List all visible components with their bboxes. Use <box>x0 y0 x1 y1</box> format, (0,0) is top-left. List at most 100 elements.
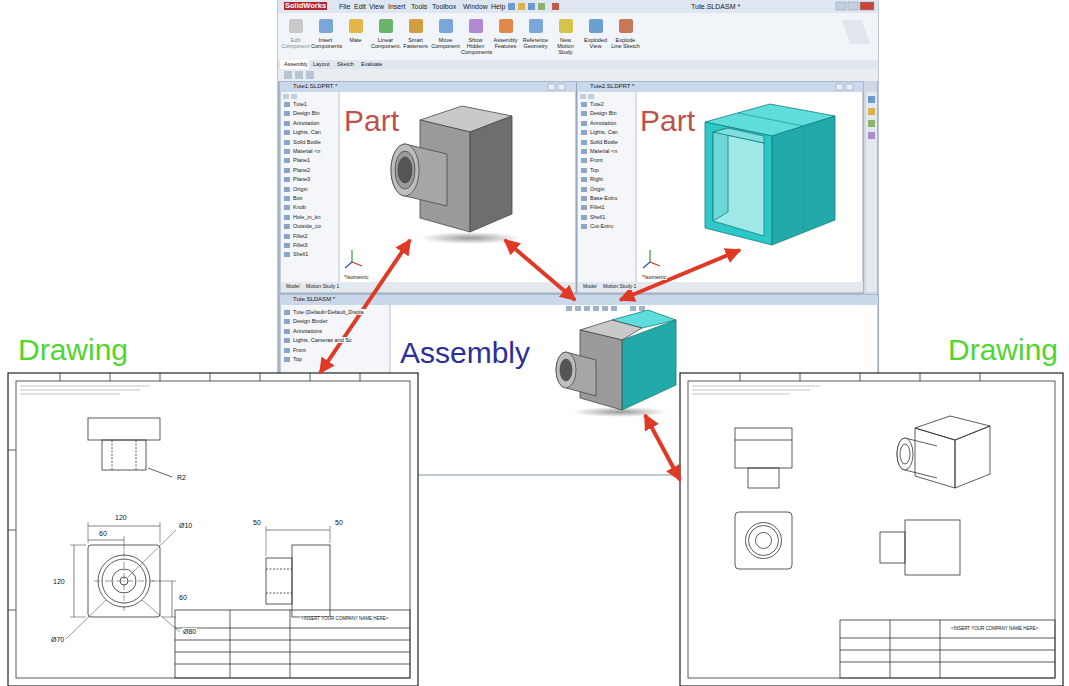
app-window <box>469 19 483 33</box>
app-window <box>868 120 875 127</box>
heading-text: Part <box>344 106 399 136</box>
drawing-sheet <box>60 373 61 381</box>
assembly-model <box>556 310 676 417</box>
drawing-sheet <box>735 428 792 468</box>
tree-item: Shell1 <box>589 214 606 220</box>
drawing-sheet <box>740 373 741 381</box>
part-window <box>581 215 587 220</box>
toolbar-button: Mate <box>341 37 370 43</box>
part-window <box>581 111 587 116</box>
menu-item: Insert <box>387 3 407 11</box>
tree-item: Right <box>589 176 604 182</box>
part-window <box>581 121 587 126</box>
double-arrow <box>505 240 575 300</box>
drawing-sheet <box>210 373 211 381</box>
tab: Motion Study 1 <box>305 284 340 290</box>
tree-item: Tute1 <box>292 101 308 107</box>
assembly-window <box>611 306 617 311</box>
app-window <box>306 71 314 79</box>
drawing-sheet <box>980 373 981 381</box>
drawing-sheet <box>746 523 782 559</box>
drawing-sheet <box>800 373 801 381</box>
part-model <box>713 128 728 221</box>
drawing-sheet <box>112 440 113 470</box>
part-window <box>284 196 290 201</box>
drawing-sheet <box>292 545 330 617</box>
part-window <box>581 102 587 107</box>
part-window <box>351 250 352 262</box>
app-window <box>284 71 292 79</box>
drawing-sheet <box>124 551 125 611</box>
part-model <box>391 144 419 196</box>
heading-text: Part <box>640 106 695 136</box>
part-window <box>284 243 290 248</box>
tree-item: Fillet1 <box>589 204 606 210</box>
tree-item: Solid Bodie <box>292 139 322 145</box>
drawing-sheet <box>735 512 792 569</box>
menu-item: Edit <box>353 3 367 11</box>
part-window <box>580 94 586 99</box>
drawing-sheet <box>172 581 173 617</box>
part-window <box>284 102 290 107</box>
app-window <box>538 3 545 10</box>
menu-item: Toolbox <box>431 3 457 11</box>
menu-item: Tools <box>410 3 428 11</box>
part-window <box>581 149 587 154</box>
drawing-sheet <box>897 438 913 470</box>
tree-item: Fillet3 <box>292 242 309 248</box>
tree-item: Hole_in_kn <box>292 214 322 220</box>
drawing-label: Drawing <box>680 373 1063 686</box>
tree-item: Top <box>292 356 303 362</box>
tree-item: Cut-Extru <box>589 223 614 229</box>
assembly-window <box>584 306 590 311</box>
tab: Layout <box>312 61 331 67</box>
tree-item: Design Bin <box>292 110 321 116</box>
drawing-sheet <box>162 617 176 618</box>
drawing-sheet <box>955 426 990 488</box>
part-window <box>284 121 290 126</box>
app-window <box>842 20 870 44</box>
drawing-sheet <box>175 640 410 641</box>
app-window <box>278 60 878 69</box>
tree-item: Base-Extru <box>589 195 618 201</box>
drawing-sheet <box>692 386 820 387</box>
assembly-window <box>284 310 290 315</box>
tree-item: Fillet2 <box>292 233 309 239</box>
part-window <box>284 111 290 116</box>
tree-item: Tute (Default<Default_Displa <box>292 309 365 315</box>
drawing-sheet <box>175 628 410 629</box>
drawing-sheet <box>88 540 124 541</box>
window-title: Tute1.SLDPRT * <box>292 83 338 90</box>
drawing-sheet <box>136 440 137 470</box>
app-logo: SolidWorks <box>284 2 327 10</box>
part-window <box>284 187 290 192</box>
toolbar-button: New Motion Study <box>551 37 580 55</box>
tree-item: Front <box>292 347 307 353</box>
menu-item: Help <box>490 3 506 11</box>
tree-item: Origin <box>292 186 309 192</box>
app-window <box>319 19 333 33</box>
app-window <box>868 96 875 103</box>
tree-item: Outside_co <box>292 223 322 229</box>
tree-item: Knob <box>292 204 307 210</box>
assembly-model <box>560 359 572 381</box>
drawing-sheet <box>290 610 291 678</box>
part-window <box>581 196 587 201</box>
double-arrow <box>645 415 680 480</box>
drawing-sheet <box>840 638 1055 639</box>
part-window <box>339 92 340 282</box>
app-window <box>349 19 363 33</box>
part-model <box>713 128 764 143</box>
app-window <box>589 19 603 33</box>
drawing-sheet <box>692 390 810 391</box>
drawing-sheet <box>70 617 86 618</box>
app-window <box>518 3 525 10</box>
drawing-sheet <box>897 438 937 478</box>
part-window <box>846 84 853 90</box>
menu-item: File <box>338 3 351 11</box>
tab: Evaluate <box>360 61 383 67</box>
tree-item: Lights, Can <box>589 129 619 135</box>
tree-item: Shell1 <box>292 251 309 257</box>
assembly-window <box>284 329 290 334</box>
